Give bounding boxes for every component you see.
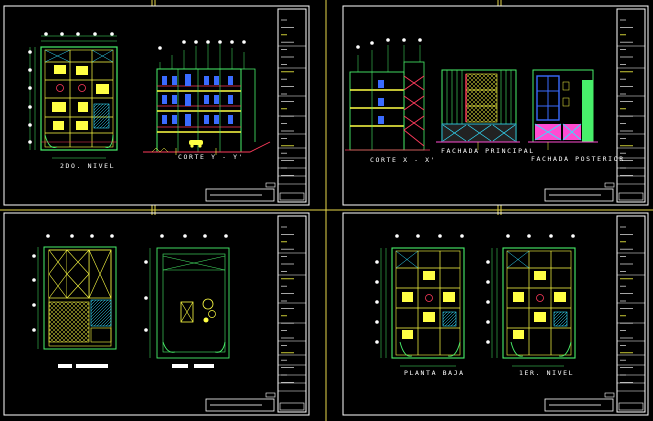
drawing-corte-x: CORTE X - X' [345, 38, 436, 164]
sheet-frame [342, 212, 649, 416]
sheet-frame [3, 212, 310, 416]
drawing-planta-baja: PLANTA BAJA [375, 234, 465, 377]
sheet-frame [3, 5, 310, 206]
title-block [616, 215, 646, 413]
drawing-corte-y: CORTE Y - Y' [143, 40, 271, 161]
sheet-frame [342, 5, 649, 206]
drawing-plan-2do-nivel: 2DO. NIVEL [28, 32, 118, 170]
sheet-number-box [618, 192, 644, 201]
title-block [616, 8, 646, 203]
drawing-label: 1ER. NIVEL [519, 369, 574, 377]
stamp-box [544, 188, 614, 202]
scale-box [265, 182, 276, 188]
drawing-roof-plan [144, 234, 230, 368]
drawing-fachada-posterior: FACHADA POSTERIOR [528, 69, 625, 163]
stamp-box [205, 188, 275, 202]
sheet-number-box [279, 192, 305, 201]
drawing-label: CORTE Y - Y' [178, 153, 244, 161]
stamp-box [544, 398, 614, 412]
drawing-label: PLANTA BAJA [404, 369, 465, 377]
title-block [277, 215, 307, 413]
sheet-number-box [279, 402, 305, 411]
title-block [277, 8, 307, 203]
drawing-label: 2DO. NIVEL [60, 162, 115, 170]
drawing-label: FACHADA POSTERIOR [531, 155, 625, 163]
scale-box [265, 392, 276, 398]
sheet-frames [3, 5, 649, 416]
drawing-fachada-principal: FACHADA PRINCIPAL [436, 69, 535, 155]
sheet-number-box [618, 402, 644, 411]
drawing-1er-nivel: 1ER. NIVEL [486, 234, 576, 377]
scale-box [604, 392, 615, 398]
drawing-label: CORTE X - X' [370, 156, 436, 164]
stamp-box [205, 398, 275, 412]
scale-box [604, 182, 615, 188]
drawing-structural-plan [32, 234, 117, 368]
drawing-label: FACHADA PRINCIPAL [441, 147, 535, 155]
